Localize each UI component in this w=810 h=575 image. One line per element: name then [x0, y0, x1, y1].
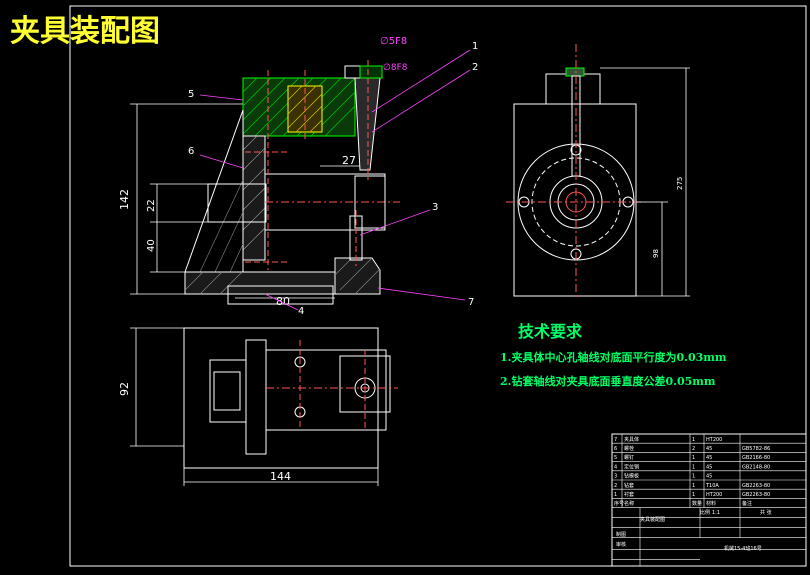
table-cell-mat: HT200: [706, 437, 722, 443]
table-cell-mat: 材料: [706, 500, 716, 507]
ratio-label: 比例: [700, 509, 710, 516]
table-cell-std: 备注: [742, 500, 752, 507]
table-cell-no: 1: [614, 492, 617, 498]
drawing-label: 夹具装配图: [640, 516, 665, 523]
right-support: [334, 257, 381, 295]
tech-requirements: 技术要求 1.夹具体中心孔轴线对底面平行度为0.03mm 2.钻套轴线对夹具底面…: [500, 322, 727, 388]
table-cell-qty: 数量: [692, 500, 702, 507]
table-cell-qty: 2: [692, 446, 695, 452]
dim-92: 92: [118, 382, 131, 396]
table-cell-no: 序号: [614, 500, 624, 507]
checker-label: 审核: [616, 541, 626, 548]
table-cell-name: 螺钉: [624, 454, 634, 461]
table-cell-mat: HT200: [706, 492, 722, 498]
table-cell-qty: 1: [692, 455, 695, 461]
sheet-label: 共 张: [760, 509, 772, 516]
table-cell-name: 名称: [624, 500, 634, 507]
side-view: 275 98: [506, 44, 690, 300]
table-cell-mat: 45: [706, 474, 712, 480]
table-cell-no: 5: [614, 455, 617, 461]
table-cell-name: 钻套: [624, 482, 634, 489]
dim-142: 142: [118, 189, 131, 210]
designer-label: 制图: [616, 531, 626, 538]
drawing-frame: [69, 5, 807, 567]
callout-4: 4: [298, 306, 304, 317]
table-cell-std: GB2148-80: [742, 464, 770, 470]
tech-item-2: 2.钻套轴线对夹具底面垂直度公差0.05mm: [500, 374, 716, 388]
top-view: 92 144: [118, 327, 398, 486]
dim-22: 22: [146, 199, 157, 212]
table-cell-std: GB2166-80: [742, 455, 770, 461]
table-cell-qty: 1: [692, 464, 695, 470]
callout-2: 2: [472, 62, 478, 73]
drawing-title: 夹具装配图: [10, 14, 160, 49]
callout-1: 1: [472, 41, 478, 52]
dim-80: 80: [276, 295, 290, 308]
table-cell-no: 6: [614, 446, 617, 452]
tech-heading: 技术要求: [518, 322, 583, 341]
table-cell-qty: 1: [692, 483, 695, 489]
table-cell-no: 2: [614, 483, 617, 489]
workpiece-shaft: [207, 183, 267, 223]
table-cell-name: 钻模板: [624, 473, 639, 480]
ratio-value: 1:1: [712, 510, 720, 516]
table-cell-mat: 45: [706, 446, 712, 452]
dim-40: 40: [146, 239, 157, 252]
dim-phi5f8: ∅5F8: [380, 36, 407, 47]
callout-3: 3: [432, 202, 438, 213]
dim-27: 27: [342, 154, 356, 167]
dim-144: 144: [270, 470, 291, 483]
table-cell-name: 定位销: [624, 463, 639, 470]
table-cell-std: GB2263-80: [742, 483, 770, 489]
table-cell-no: 4: [614, 464, 617, 470]
dim-phi8f8: ∅8F8: [383, 63, 408, 73]
front-view: 142 22 40 80 27 ∅5F8 ∅8F8 1 2 3 4 5 6 7: [118, 36, 478, 317]
table-cell-name: 衬套: [624, 491, 634, 498]
table-cell-no: 3: [614, 474, 617, 480]
table-cell-no: 7: [614, 437, 617, 443]
table-cell-name: 螺栓: [624, 445, 634, 452]
fixture-column: [242, 135, 266, 261]
table-cell-mat: 45: [706, 455, 712, 461]
table-cell-name: 夹具体: [624, 436, 639, 443]
table-cell-qty: 1: [692, 492, 695, 498]
table-cell-qty: 1: [692, 474, 695, 480]
tech-item-1: 1.夹具体中心孔轴线对底面平行度为0.03mm: [500, 350, 727, 364]
table-cell-mat: T10A: [705, 483, 719, 489]
table-cell-qty: 1: [692, 437, 695, 443]
table-cell-std: GB2263-80: [742, 492, 770, 498]
dim-98: 98: [652, 249, 660, 258]
dim-275: 275: [676, 177, 684, 190]
school-label: 机械15-4班16号: [724, 545, 762, 552]
table-cell-mat: 45: [706, 464, 712, 470]
callout-7: 7: [468, 297, 474, 308]
fixture-body: [184, 109, 244, 273]
callout-labels: 1 2 3 4 5 6 7: [188, 41, 478, 317]
callout-6: 6: [188, 146, 194, 157]
table-cell-std: GB5782-86: [742, 446, 770, 452]
callout-5: 5: [188, 89, 194, 100]
